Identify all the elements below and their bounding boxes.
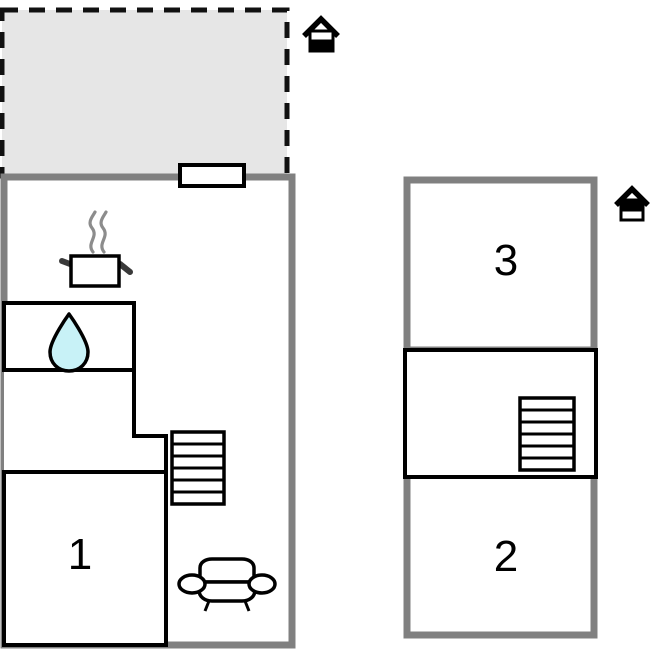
balcony-area <box>0 7 290 179</box>
house-icon-ground-floor <box>302 15 340 53</box>
stairs-icon <box>518 396 576 472</box>
water-drop-icon <box>48 312 90 373</box>
house-icon-upper-floor <box>614 185 650 222</box>
stairs-icon <box>170 430 226 506</box>
room-label-2: 2 <box>493 532 519 581</box>
stove-pot-icon <box>59 210 133 288</box>
room-label-1: 1 <box>67 530 93 579</box>
sofa-icon <box>177 557 277 612</box>
room-1-outline <box>2 470 168 647</box>
room-label-3: 3 <box>493 236 519 285</box>
middle-room-outline <box>4 368 168 474</box>
window-element <box>178 163 246 188</box>
